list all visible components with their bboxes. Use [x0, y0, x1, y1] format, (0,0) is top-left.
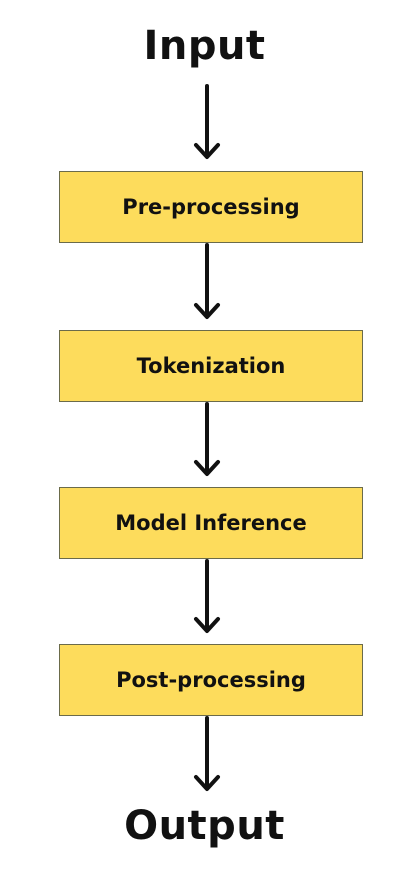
arrow-input-to-preprocessing — [194, 84, 220, 159]
step-tokenization: Tokenization — [59, 330, 363, 402]
step-post-processing: Post-processing — [59, 644, 363, 716]
step-label: Tokenization — [136, 354, 286, 378]
arrow-preprocessing-to-tokenization — [194, 243, 220, 319]
arrow-inference-to-postprocessing — [194, 559, 220, 633]
output-label: Output — [124, 803, 285, 849]
step-label: Post-processing — [116, 668, 306, 692]
step-label: Model Inference — [115, 511, 307, 535]
step-pre-processing: Pre-processing — [59, 171, 363, 243]
arrow-postprocessing-to-output — [194, 716, 220, 791]
input-label: Input — [143, 23, 266, 69]
arrow-tokenization-to-inference — [194, 402, 220, 476]
step-label: Pre-processing — [122, 195, 300, 219]
step-model-inference: Model Inference — [59, 487, 363, 559]
